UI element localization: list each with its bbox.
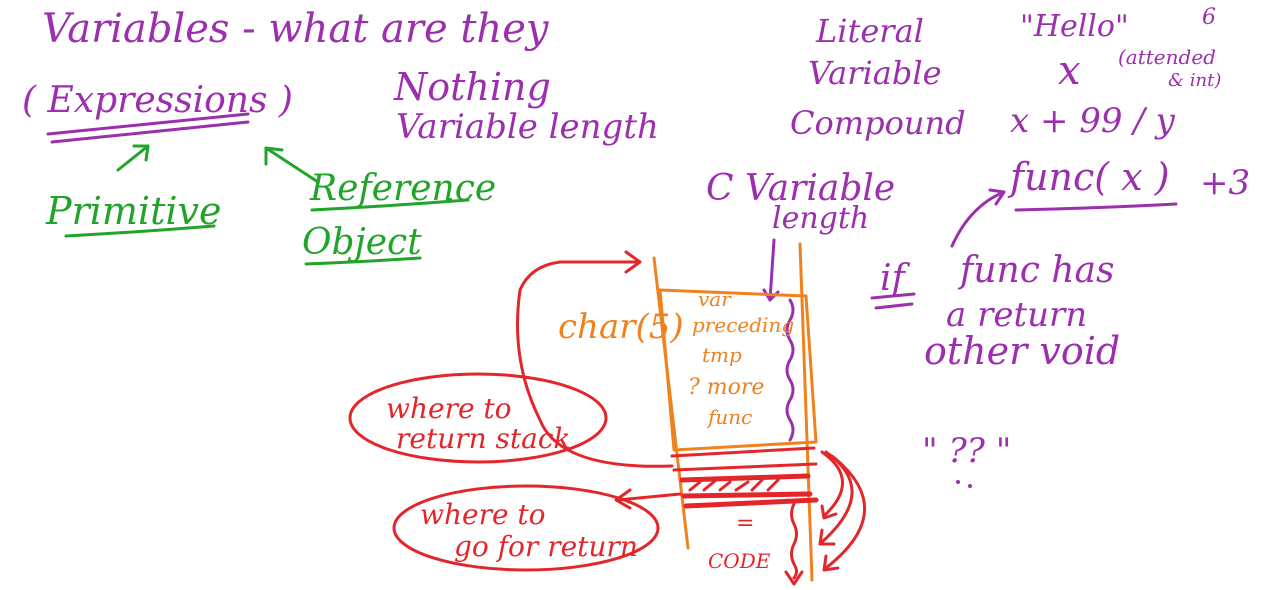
length-text: length bbox=[772, 201, 869, 236]
go-for-return-ellipse bbox=[392, 484, 660, 572]
reference-underline bbox=[310, 198, 470, 212]
a-return-text: a return bbox=[946, 295, 1087, 335]
variable-text: Variable bbox=[808, 54, 942, 92]
literal-text: Literal bbox=[815, 12, 924, 50]
object-underline bbox=[304, 256, 422, 266]
object-text: Object bbox=[302, 222, 422, 263]
compound-text: Compound bbox=[790, 104, 966, 142]
reference-text: Reference bbox=[309, 168, 496, 209]
func-has-text: func has bbox=[957, 250, 1114, 291]
arrow-to-expressions-right bbox=[264, 146, 320, 184]
arrow-to-func bbox=[950, 188, 1006, 248]
curve-arrow-3 bbox=[822, 454, 867, 572]
return-stack-loop-arrow bbox=[516, 250, 674, 468]
char-text: char(5) bbox=[558, 307, 684, 347]
stack-squiggle-red bbox=[784, 502, 804, 586]
curve-arrow-1 bbox=[820, 450, 844, 520]
stack-squiggle bbox=[785, 298, 795, 442]
stack-line-4: ? more bbox=[688, 375, 764, 400]
return-stack-ellipse bbox=[348, 372, 608, 464]
attended-text: (attended bbox=[1118, 45, 1216, 69]
primitive-underline bbox=[64, 224, 216, 238]
stack-band-thick bbox=[683, 497, 819, 509]
stack-frame-box bbox=[658, 288, 818, 452]
stack-line-2: preceding bbox=[692, 313, 794, 337]
dot-mark bbox=[968, 484, 972, 488]
stack-line-3: tmp bbox=[702, 343, 742, 367]
nothing-text: Nothing bbox=[393, 65, 551, 109]
int-text: & int) bbox=[1168, 70, 1221, 91]
arrow-to-expressions-left bbox=[116, 144, 150, 172]
arrow-to-go-for-return bbox=[614, 488, 682, 510]
expressions-underline bbox=[46, 112, 250, 136]
go-for-return-line-2: go for return bbox=[454, 530, 638, 563]
expressions-text: ( Expressions ) bbox=[22, 80, 293, 121]
stack-code-text: CODE bbox=[708, 549, 771, 573]
func-underline bbox=[1014, 202, 1178, 212]
stack-band-line bbox=[672, 462, 818, 472]
go-for-return-line-1: where to bbox=[420, 498, 546, 531]
six-text: 6 bbox=[1202, 5, 1216, 30]
title-text: Variables - what are they bbox=[42, 6, 550, 52]
stack-line-5: func bbox=[706, 405, 752, 429]
func-x-text: func( x ) bbox=[1007, 155, 1170, 199]
return-stack-line-1: where to bbox=[386, 392, 512, 425]
stack-right-rail bbox=[798, 242, 814, 582]
other-void-text: other void bbox=[924, 329, 1120, 373]
x-text: x bbox=[1058, 48, 1081, 94]
variable-length-text: Variable length bbox=[396, 107, 659, 147]
stack-eq-text: = bbox=[736, 511, 754, 536]
stack-hatch bbox=[688, 478, 780, 492]
expressions-underline-2 bbox=[50, 120, 250, 144]
return-stack-line-2: return stack bbox=[396, 422, 571, 455]
plus3-text: +3 bbox=[1200, 163, 1250, 203]
quote-marks-text: " ?? " bbox=[922, 431, 1011, 471]
expr-x99y-text: x + 99 / y bbox=[1010, 101, 1176, 141]
primitive-text: Primitive bbox=[45, 189, 221, 233]
if-text: if bbox=[880, 258, 911, 299]
hello-text: "Hello" bbox=[1020, 9, 1129, 44]
dot-mark bbox=[956, 480, 960, 484]
stack-line-1: var bbox=[698, 287, 732, 311]
arrow-length-down bbox=[762, 238, 780, 302]
c-variable-text: C Variable bbox=[706, 168, 895, 209]
stack-band-line bbox=[670, 446, 816, 458]
stack-band-thick bbox=[679, 473, 813, 499]
if-underline bbox=[870, 292, 916, 310]
